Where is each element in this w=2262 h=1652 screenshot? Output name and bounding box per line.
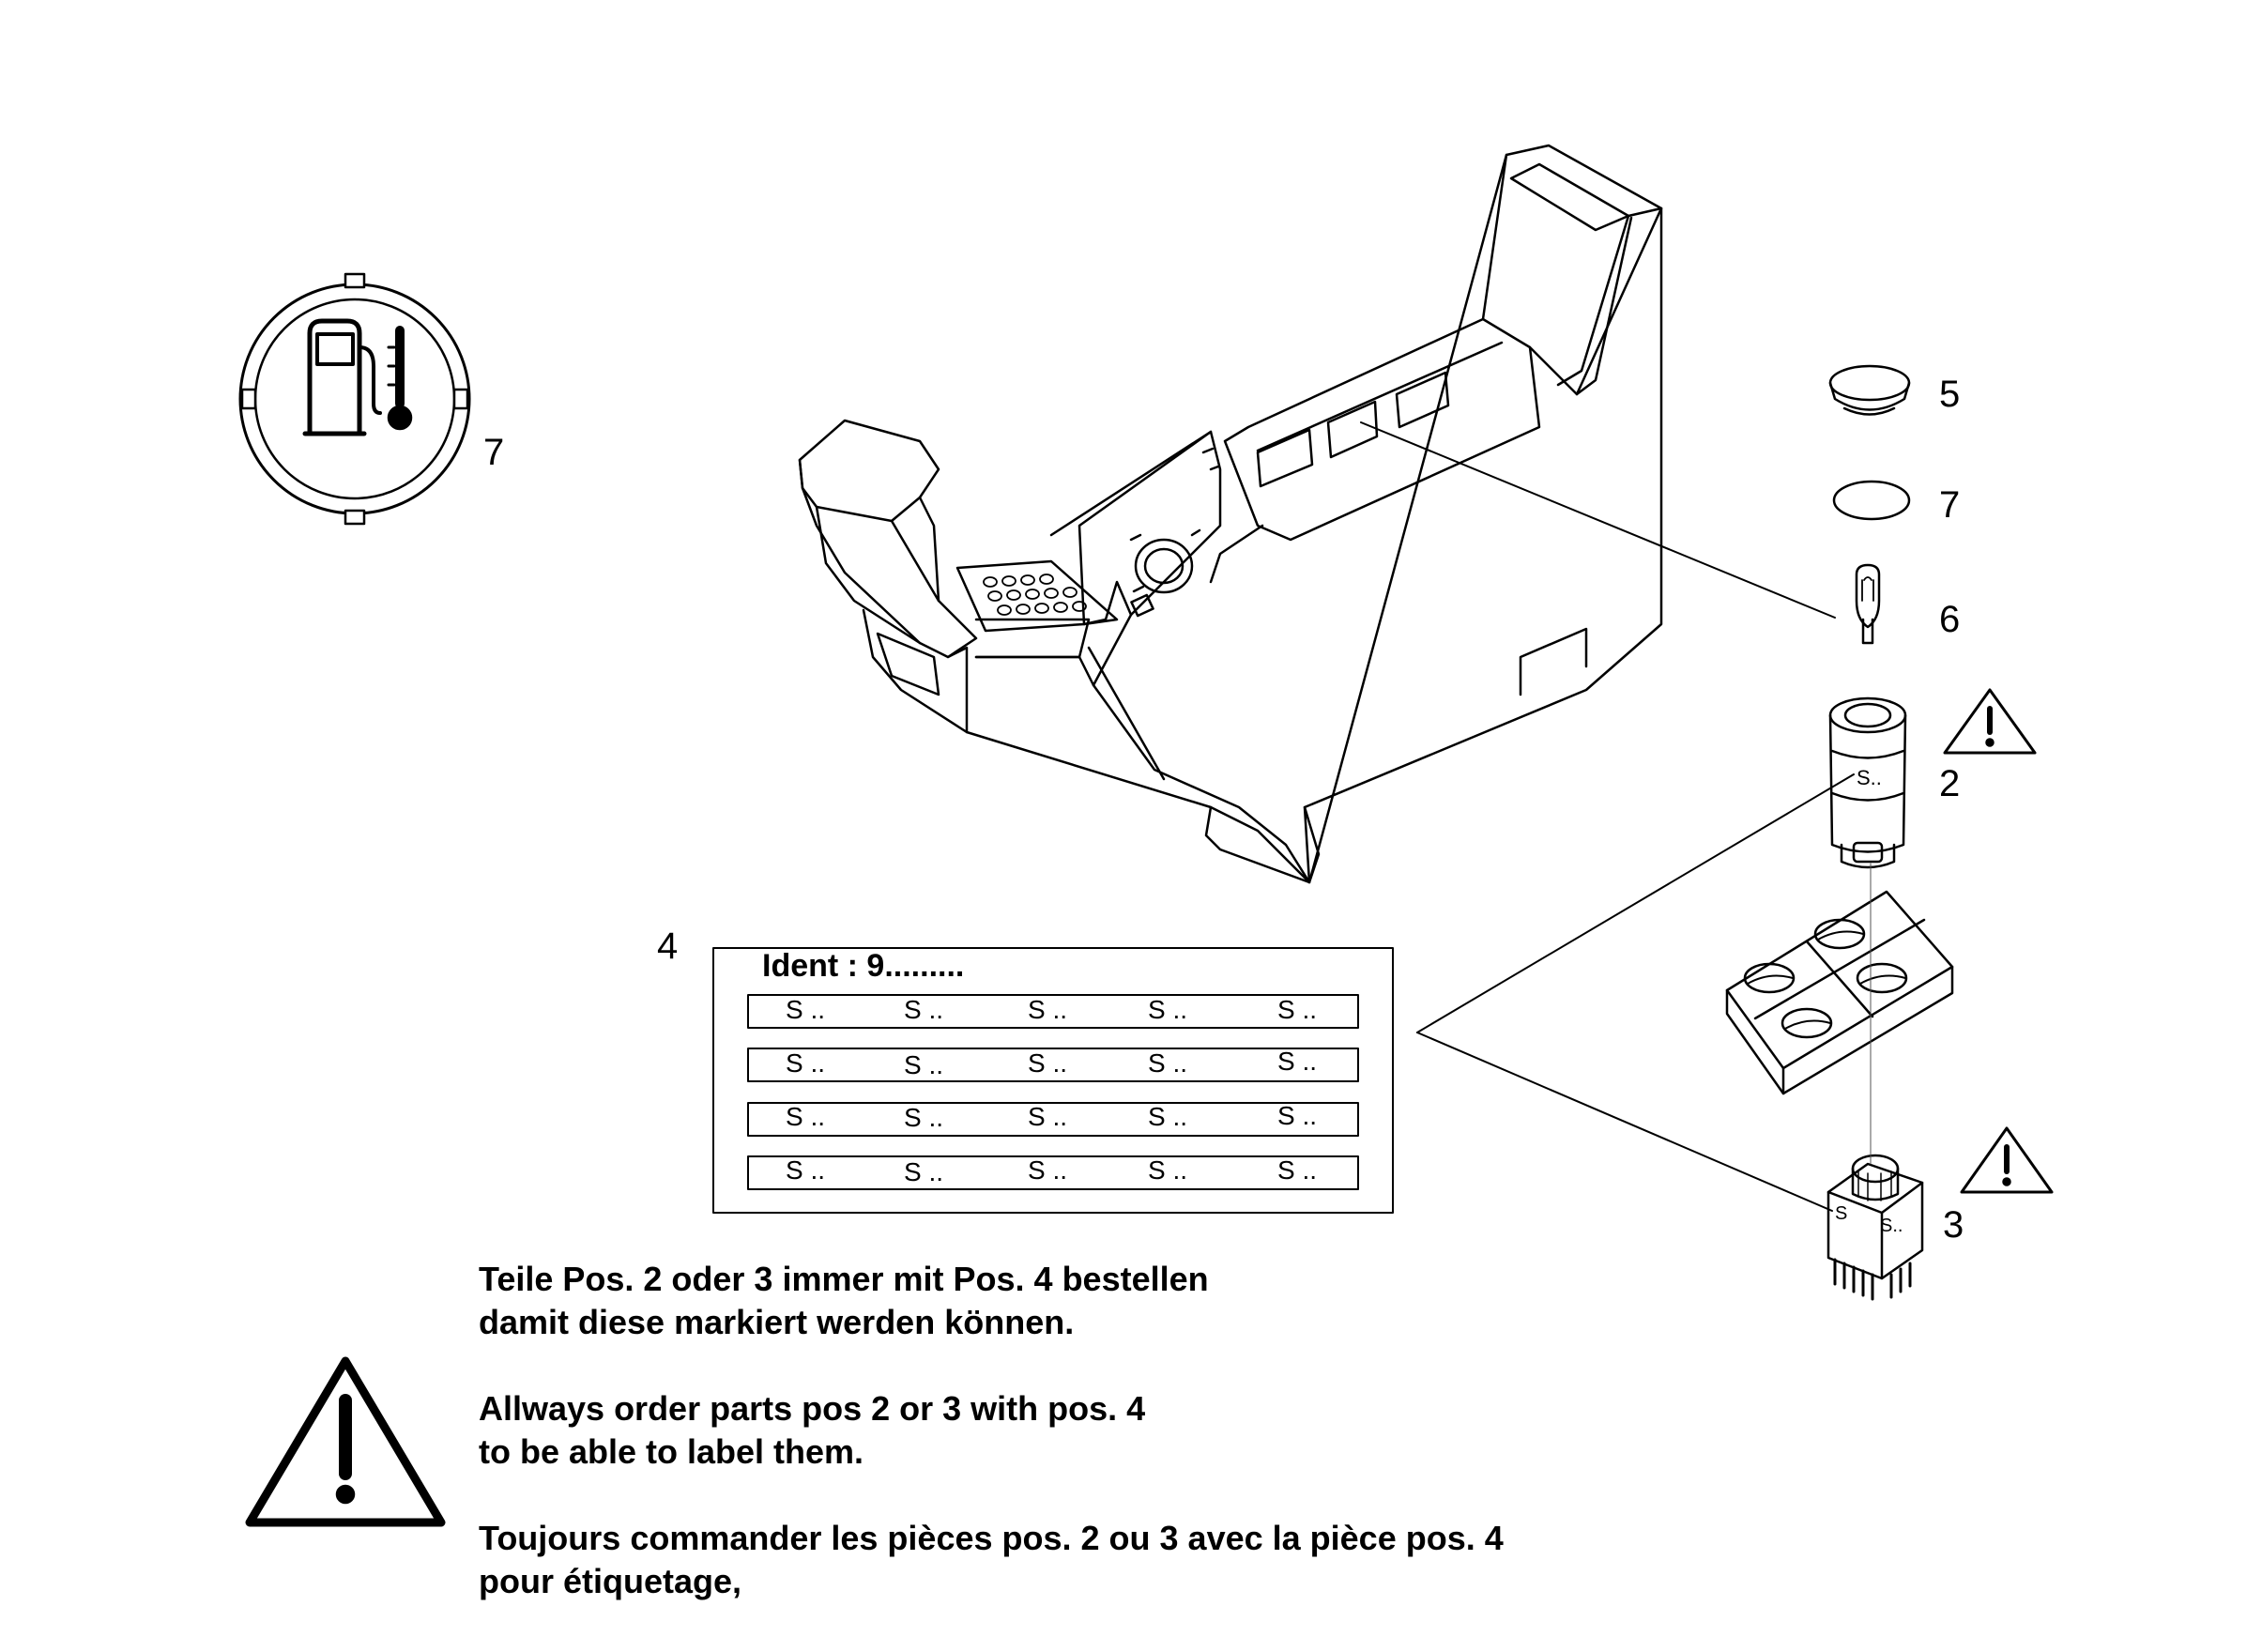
switch-holder-plate [1725,890,1954,1095]
label-cell: S .. [786,1102,826,1131]
label-cell: S .. [904,995,944,1024]
label-sheet-ident: Ident : 9......... [762,948,965,984]
position-label-bulb: 6 [1939,599,1961,640]
label-cell: S .. [1028,1155,1068,1185]
position-label-gauge: 7 [483,432,505,473]
note-french: Toujours commander les pièces pos. 2 ou … [479,1517,1793,1603]
position-label-switch-square: 3 [1943,1204,1964,1246]
label-cell: S .. [1277,1047,1318,1076]
label-cell: S .. [1277,1155,1318,1185]
label-sheet-part [712,947,1394,1214]
label-cell: S .. [1277,1101,1318,1130]
round-switch-part [1828,696,1907,869]
note-line: Allways order parts pos 2 or 3 with pos.… [479,1389,1146,1428]
label-cell: S .. [1277,995,1318,1024]
note-line: damit diese markiert werden können. [479,1303,1075,1341]
warning-icon [1943,688,2037,755]
label-cell: S .. [1028,995,1068,1024]
position-label-ring: 7 [1939,484,1961,526]
ring-part [1832,480,1911,521]
label-cell: S .. [786,1048,826,1078]
square-switch-part [1826,1154,1924,1301]
label-cell: S .. [1148,995,1188,1024]
note-line: to be able to label them. [479,1432,864,1471]
note-german: Teile Pos. 2 oder 3 immer mit Pos. 4 bes… [479,1258,1793,1344]
label-cell: S .. [1148,1102,1188,1131]
warning-icon [1960,1126,2054,1194]
bulb-part [1855,563,1881,645]
label-cell: S .. [1148,1048,1188,1078]
position-label-switch-round: 2 [1939,763,1961,804]
round-switch-mark: S.. [1857,766,1882,789]
label-cell: S .. [1028,1102,1068,1131]
label-cell: S .. [1028,1048,1068,1078]
square-switch-mark-left: S [1835,1203,1848,1224]
note-line: pour étiquetage, [479,1562,742,1600]
note-line: Teile Pos. 2 oder 3 immer mit Pos. 4 bes… [479,1260,1209,1298]
fuel-temperature-gauge-icon [238,272,471,526]
position-label-label-sheet: 4 [657,925,679,967]
note-english: Allways order parts pos 2 or 3 with pos.… [479,1387,1793,1474]
order-notes: Teile Pos. 2 oder 3 immer mit Pos. 4 bes… [479,1258,1793,1646]
label-cell: S .. [786,995,826,1024]
label-cell: S .. [904,1050,944,1079]
warning-icon-large [245,1356,446,1527]
position-label-cap: 5 [1939,374,1961,415]
square-switch-mark-right: S.. [1880,1216,1903,1236]
cap-part [1828,364,1911,416]
center-console-illustration [798,144,1663,884]
label-cell: S .. [904,1157,944,1186]
note-line: Toujours commander les pièces pos. 2 ou … [479,1519,1504,1557]
label-cell: S .. [904,1103,944,1132]
label-cell: S .. [786,1155,826,1185]
label-cell: S .. [1148,1155,1188,1185]
